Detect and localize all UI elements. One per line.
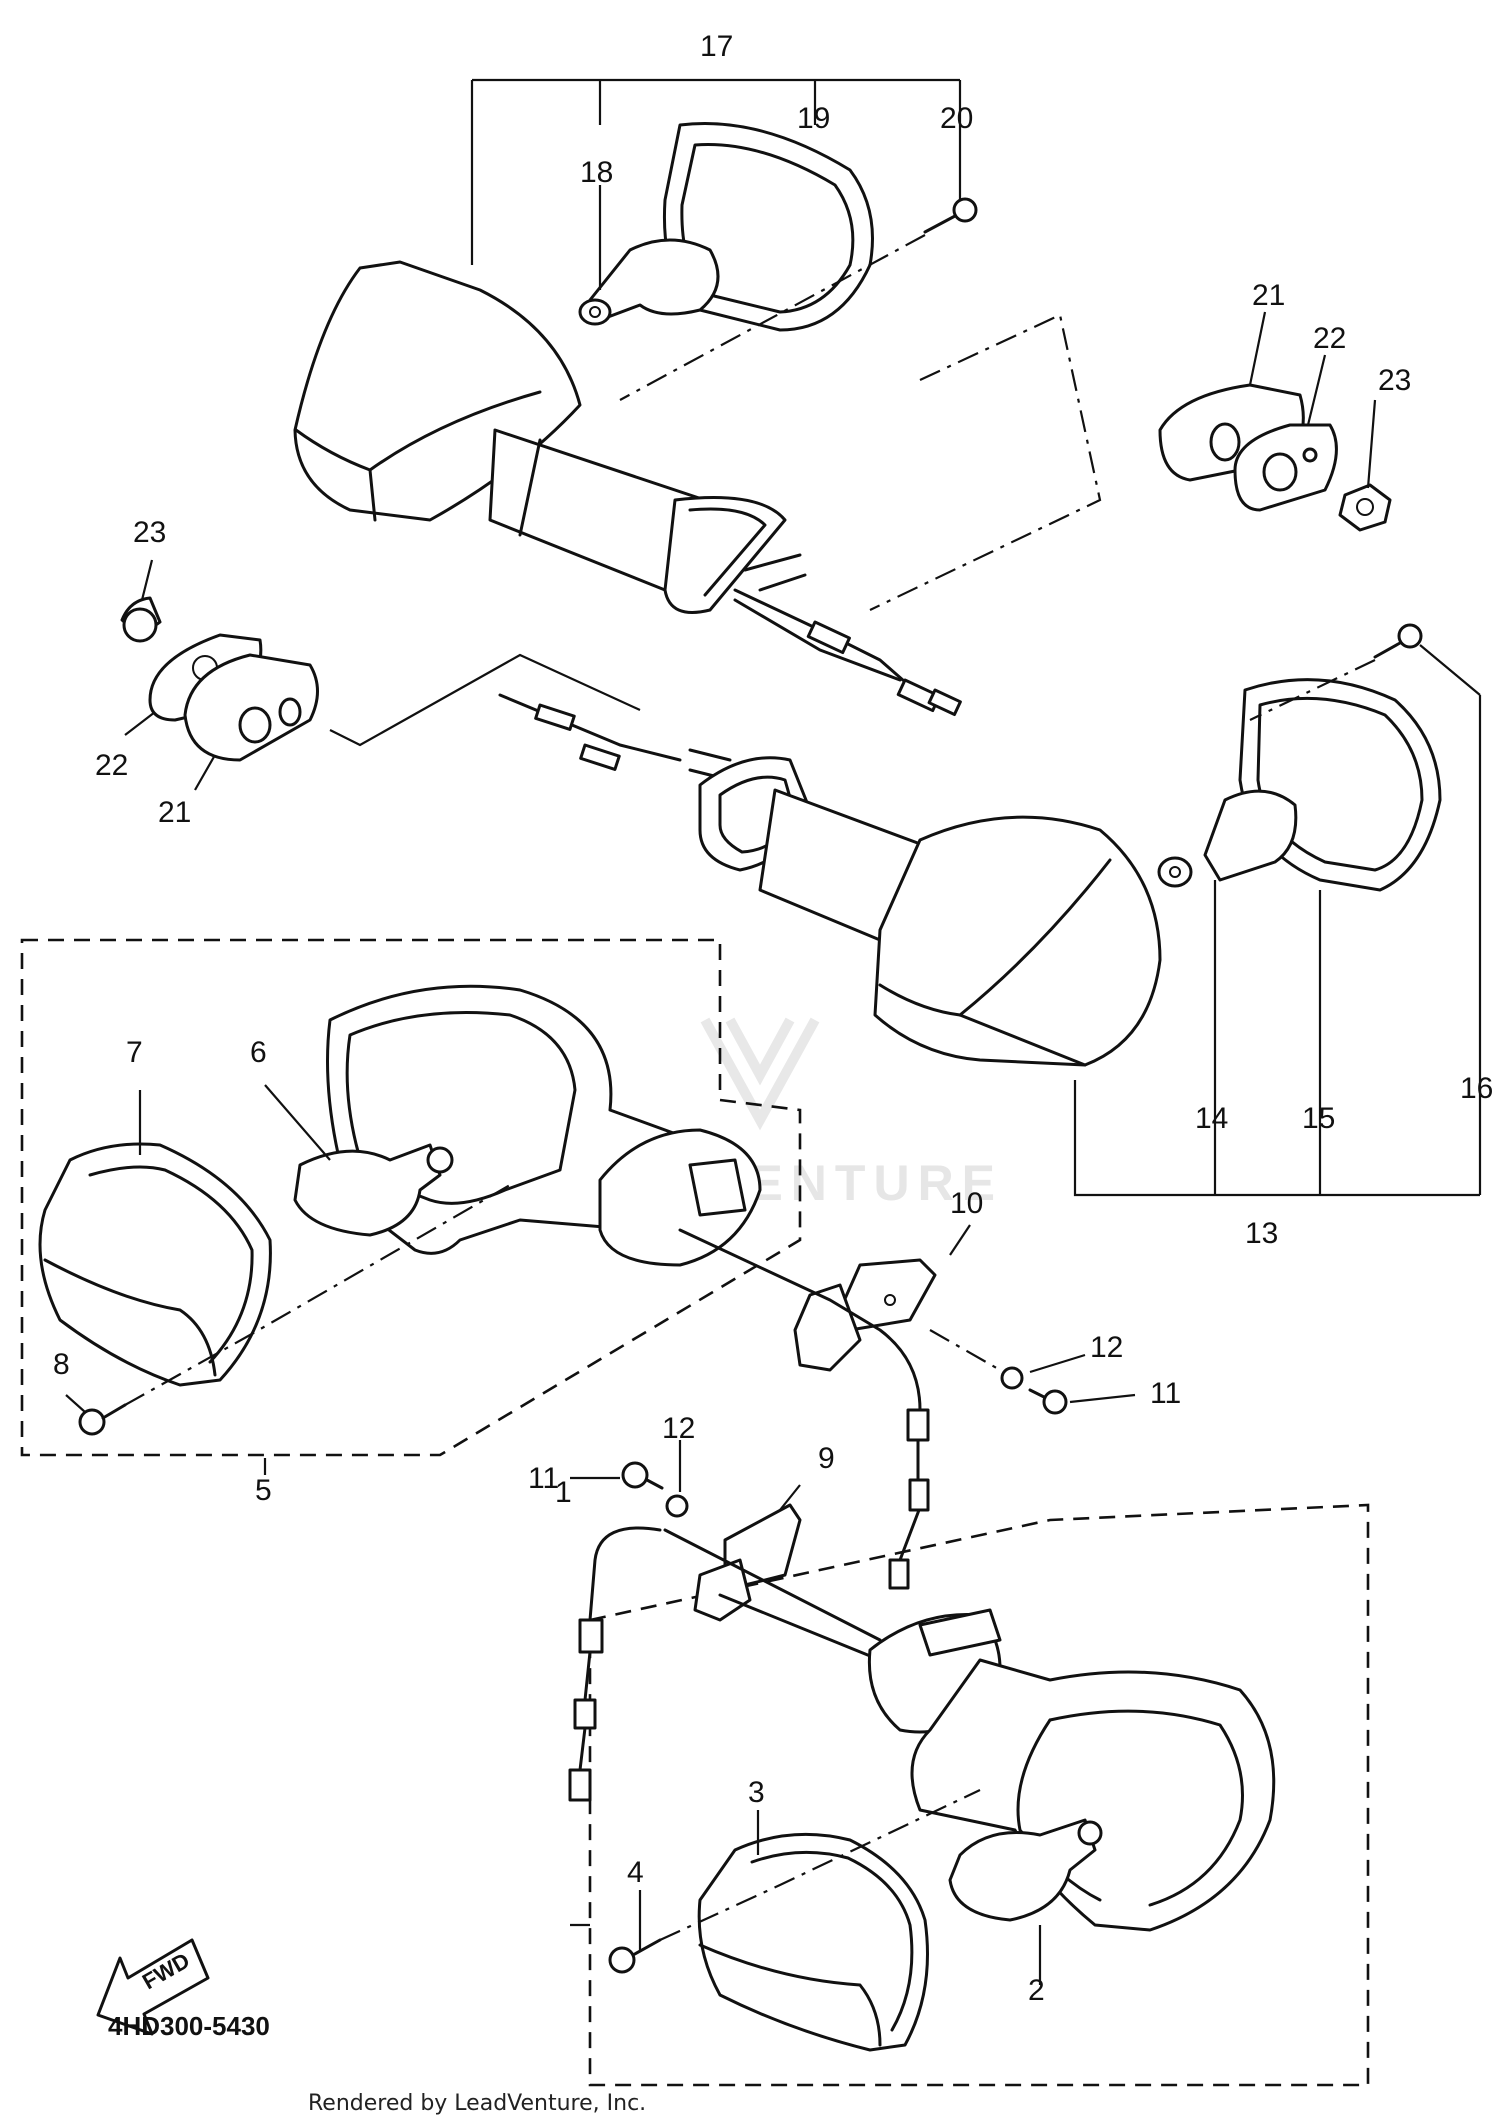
screw-8	[78, 1403, 127, 1436]
part-label-21a: 21	[158, 796, 191, 829]
lens-3	[697, 1832, 929, 2052]
bracket-10	[678, 1228, 937, 1590]
bulb-18	[578, 238, 720, 326]
assembly-line-4	[659, 1789, 981, 1941]
leader-11a-12a	[1029, 1353, 1136, 1404]
leader-10	[949, 1224, 971, 1256]
assembly-line-20	[619, 234, 926, 401]
screw-16	[1373, 623, 1423, 659]
part-label-15: 15	[1302, 1102, 1335, 1135]
diagram-code: 4HD300-5430	[108, 2011, 270, 2041]
part-label-19: 19	[797, 102, 830, 135]
part-label-8: 8	[53, 1348, 70, 1381]
part-label-23a: 23	[133, 516, 166, 549]
bolt-11b	[621, 1461, 664, 1490]
assembly-line-10	[929, 1329, 1001, 1371]
kit-boundary-5	[20, 938, 802, 1457]
part-label-22a: 22	[95, 749, 128, 782]
part-label-2: 2	[1028, 1974, 1045, 2007]
leader-11b-12b-9	[570, 1440, 801, 1511]
part-label-9: 9	[818, 1442, 835, 1475]
part-label-14: 14	[1195, 1102, 1228, 1135]
screw-4	[608, 1938, 662, 1974]
part-label-6: 6	[250, 1036, 267, 1069]
part-label-21b: 21	[1252, 279, 1285, 312]
leader-1-2-3-4	[570, 1810, 1042, 1985]
part-label-10: 10	[950, 1187, 983, 1220]
watermark-logo-icon	[700, 1017, 820, 1131]
turn-signal-lamp-right	[568, 1503, 1276, 1932]
assembly-line-8	[124, 1184, 511, 1406]
leader-21b-22b-23b	[1248, 311, 1377, 489]
leader-13	[1073, 644, 1482, 1197]
washer-12a	[1000, 1366, 1024, 1390]
render-credit: Rendered by LeadVenture, Inc.	[308, 2091, 646, 2116]
washer-12b	[665, 1494, 689, 1518]
assembly-line-top-right	[869, 313, 1102, 611]
leader-5-6-7-8	[65, 1084, 331, 1475]
turn-signal-lamp-left	[293, 984, 762, 1267]
lens-7	[38, 1142, 272, 1387]
part-label-17: 17	[700, 30, 733, 63]
part-label-1: 1	[555, 1476, 572, 1509]
kit-boundary-1	[588, 1503, 1370, 2087]
leader-21a-22a-23a	[124, 559, 216, 791]
bolt-11a	[1028, 1388, 1068, 1415]
part-label-7: 7	[126, 1036, 143, 1069]
damper-group-left	[120, 596, 319, 762]
part-label-23b: 23	[1378, 364, 1411, 397]
assembly-line-16	[1249, 659, 1376, 721]
part-label-18: 18	[580, 156, 613, 189]
part-label-12b: 12	[662, 1412, 695, 1445]
part-label-12a: 12	[1090, 1331, 1123, 1364]
part-label-4: 4	[627, 1856, 644, 1889]
screw-20	[923, 197, 978, 234]
leader-17	[470, 78, 962, 265]
part-label-3: 3	[748, 1776, 765, 1809]
bulb-14	[1157, 789, 1298, 888]
part-label-11b: 11	[528, 1462, 559, 1495]
part-label-16: 16	[1460, 1072, 1493, 1105]
part-number-labels: 1 2 3 4 5 6 7 8 9 10 11 11 12 12 13 14 1…	[53, 30, 1493, 2007]
turn-signal-assembly-top	[293, 260, 962, 717]
part-label-20: 20	[940, 102, 973, 135]
part-label-13: 13	[1245, 1217, 1278, 1250]
turn-signal-assembly-right	[498, 693, 1162, 1067]
part-label-5: 5	[255, 1474, 272, 1507]
part-label-22b: 22	[1313, 322, 1346, 355]
assembly-line-left	[329, 653, 641, 747]
part-label-11a: 11	[1150, 1377, 1181, 1410]
damper-group-top-right	[1158, 383, 1392, 532]
